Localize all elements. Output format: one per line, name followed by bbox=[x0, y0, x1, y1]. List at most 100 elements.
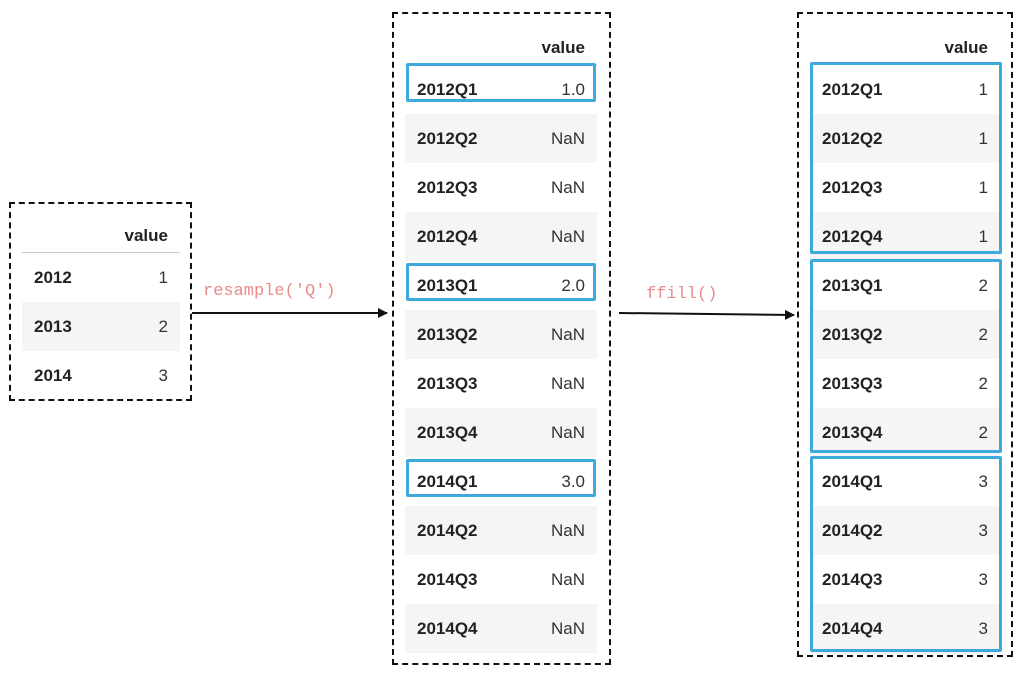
index-header bbox=[22, 206, 98, 253]
table-row: 2014Q4 3 bbox=[810, 604, 1000, 653]
table-row: 2012Q2 NaN bbox=[405, 114, 597, 163]
row-index: 2012 bbox=[34, 267, 72, 287]
row-index: 2013Q4 bbox=[822, 422, 883, 442]
row-value: 1 bbox=[158, 267, 168, 287]
group-2012 bbox=[810, 62, 1002, 254]
table-row: 2014Q2 NaN bbox=[405, 506, 597, 555]
filled-frame bbox=[797, 12, 1013, 657]
row-index: 2012Q3 bbox=[822, 177, 883, 197]
row-value: NaN bbox=[550, 177, 585, 197]
row-index: 2014Q2 bbox=[822, 520, 883, 540]
ffill-arrow bbox=[618, 309, 795, 320]
table-row: 2012Q2 1 bbox=[810, 114, 1000, 163]
row-index: 2013Q4 bbox=[417, 422, 478, 442]
row-index: 2014 bbox=[34, 365, 72, 385]
row-value: 2 bbox=[978, 373, 988, 393]
row-index: 2014Q4 bbox=[417, 618, 478, 638]
row-value: NaN bbox=[550, 128, 585, 148]
table-row: 2013Q1 2.0 bbox=[405, 261, 597, 310]
row-value: NaN bbox=[550, 618, 585, 638]
group-2014 bbox=[810, 456, 1002, 652]
row-value: 1 bbox=[978, 79, 988, 99]
row-index: 2013Q2 bbox=[417, 324, 478, 344]
row-value: 2.0 bbox=[561, 275, 585, 295]
table-row: 2014 3 bbox=[22, 351, 180, 400]
row-index: 2012Q3 bbox=[417, 177, 478, 197]
row-value: 3 bbox=[978, 520, 988, 540]
row-value: 3 bbox=[978, 471, 988, 491]
row-index: 2012Q2 bbox=[822, 128, 883, 148]
table-row: 2012Q3 NaN bbox=[405, 163, 597, 212]
row-index: 2013Q1 bbox=[417, 275, 478, 295]
row-value: 3 bbox=[158, 365, 168, 385]
table-row: 2012 1 bbox=[22, 253, 180, 303]
table-row: 2014Q2 3 bbox=[810, 506, 1000, 555]
table-row: 2013Q2 NaN bbox=[405, 310, 597, 359]
row-index: 2013Q2 bbox=[822, 324, 883, 344]
column-header: value bbox=[511, 18, 597, 65]
header-row: value bbox=[22, 206, 180, 253]
highlight-2012q1 bbox=[406, 63, 596, 102]
table-row: 2014Q3 3 bbox=[810, 555, 1000, 604]
row-index: 2014Q3 bbox=[417, 569, 478, 589]
table-row: 2012Q4 NaN bbox=[405, 212, 597, 261]
row-value: 1.0 bbox=[561, 79, 585, 99]
row-index: 2014Q1 bbox=[822, 471, 883, 491]
row-value: NaN bbox=[550, 226, 585, 246]
row-index: 2013Q1 bbox=[822, 275, 883, 295]
resampled-frame bbox=[392, 12, 611, 665]
resample-label: resample('Q') bbox=[203, 282, 336, 301]
row-value: NaN bbox=[550, 422, 585, 442]
row-index: 2014Q3 bbox=[822, 569, 883, 589]
row-value: 1 bbox=[978, 128, 988, 148]
ffill-label: ffill() bbox=[646, 285, 718, 304]
highlight-2013q1 bbox=[406, 263, 596, 301]
table-row: 2013Q2 2 bbox=[810, 310, 1000, 359]
table-row: 2014Q3 NaN bbox=[405, 555, 597, 604]
group-2013 bbox=[810, 259, 1002, 453]
highlight-2014q1 bbox=[406, 459, 596, 497]
row-value: NaN bbox=[550, 569, 585, 589]
row-value: 3.0 bbox=[561, 471, 585, 491]
input-table: value 2012 1 2013 2 2014 3 bbox=[22, 206, 180, 400]
table-row: 2014Q1 3 bbox=[810, 457, 1000, 506]
row-index: 2012Q1 bbox=[417, 79, 478, 99]
column-header: value bbox=[915, 18, 1000, 65]
table-row: 2013 2 bbox=[22, 302, 180, 351]
row-index: 2012Q4 bbox=[417, 226, 478, 246]
row-value: 1 bbox=[978, 226, 988, 246]
column-header: value bbox=[97, 206, 180, 253]
row-value: 3 bbox=[978, 569, 988, 589]
input-frame bbox=[9, 202, 192, 401]
row-value: NaN bbox=[550, 324, 585, 344]
row-index: 2012Q2 bbox=[417, 128, 478, 148]
row-value: NaN bbox=[550, 520, 585, 540]
row-value: 2 bbox=[158, 316, 168, 336]
table-row: 2013Q4 NaN bbox=[405, 408, 597, 457]
table-row: 2014Q1 3.0 bbox=[405, 457, 597, 506]
table-row: 2013Q4 2 bbox=[810, 408, 1000, 457]
row-index: 2013Q3 bbox=[822, 373, 883, 393]
row-value: NaN bbox=[550, 373, 585, 393]
row-index: 2014Q4 bbox=[822, 618, 883, 638]
row-value: 2 bbox=[978, 324, 988, 344]
row-index: 2014Q2 bbox=[417, 520, 478, 540]
row-index: 2012Q1 bbox=[822, 79, 883, 99]
table-row: 2012Q1 1 bbox=[810, 65, 1000, 115]
header-row: value bbox=[810, 18, 1000, 65]
row-value: 2 bbox=[978, 422, 988, 442]
table-row: 2014Q4 NaN bbox=[405, 604, 597, 653]
table-row: 2012Q1 1.0 bbox=[405, 65, 597, 115]
row-value: 3 bbox=[978, 618, 988, 638]
row-index: 2012Q4 bbox=[822, 226, 883, 246]
table-row: 2013Q3 2 bbox=[810, 359, 1000, 408]
table-row: 2013Q3 NaN bbox=[405, 359, 597, 408]
row-index: 2014Q1 bbox=[417, 471, 478, 491]
row-index: 2013Q3 bbox=[417, 373, 478, 393]
row-index: 2013 bbox=[34, 316, 72, 336]
